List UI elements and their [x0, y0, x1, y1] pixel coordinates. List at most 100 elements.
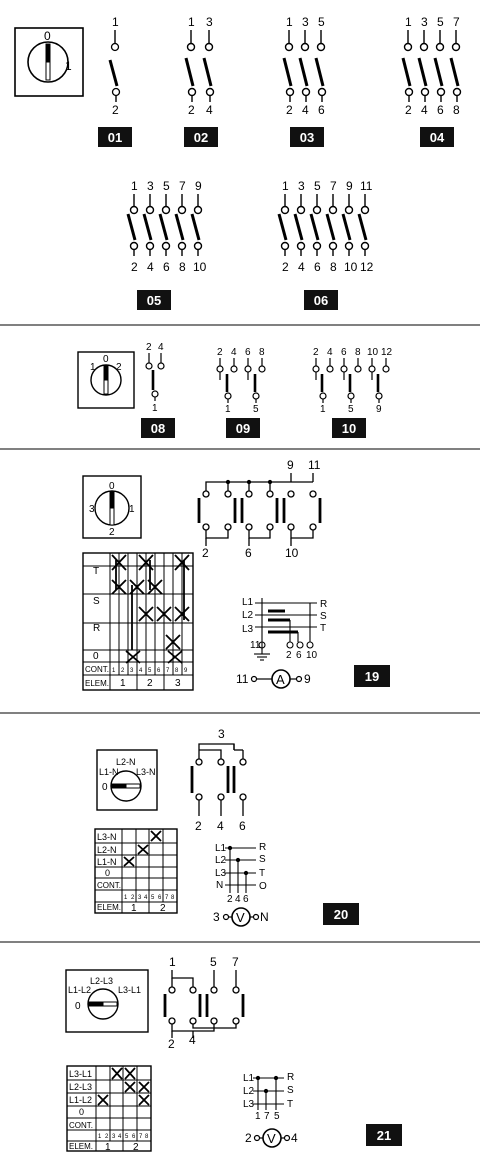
- elem-label: ELEM.: [69, 1142, 93, 1151]
- line-label: S: [320, 611, 327, 622]
- cont-num: 5: [151, 895, 155, 901]
- terminal-label: 2: [217, 347, 223, 358]
- knob-pos-1: 1: [129, 504, 135, 515]
- cont-num: 5: [148, 668, 152, 674]
- knob-pos-0: 0: [102, 782, 108, 793]
- terminal-label: 8: [179, 260, 186, 274]
- knob-pos-0: 0: [103, 354, 109, 365]
- terminal-label: 12: [360, 260, 374, 274]
- line-label: L1: [243, 1073, 255, 1084]
- diagram-03: 1 3 5 2 4 6 03: [282, 15, 327, 147]
- row-label: R: [93, 623, 100, 634]
- knob-pos-0: 0: [109, 481, 115, 492]
- row-label: L1-N: [97, 857, 117, 867]
- terminal-label: 8: [259, 347, 265, 358]
- line-label: R: [287, 1072, 294, 1083]
- terminal-label: 6: [296, 650, 302, 661]
- terminal-label: 2: [227, 894, 233, 905]
- terminal-label: 6: [239, 819, 246, 833]
- line-label: T: [320, 623, 326, 634]
- diagram-label-03: 03: [300, 130, 314, 145]
- terminal-label: 4: [421, 103, 428, 117]
- terminal-label: 2: [168, 1037, 175, 1051]
- cont-num: 7: [166, 668, 170, 674]
- row-label: S: [93, 596, 100, 607]
- terminal-label: 2: [313, 347, 319, 358]
- cont-num: 1: [98, 1134, 102, 1140]
- terminal-label: 6: [245, 347, 251, 358]
- knob-pos-0: 0: [75, 1001, 81, 1012]
- line-label: L3: [242, 624, 254, 635]
- terminal-label: 2: [282, 260, 289, 274]
- cont-num: 2: [121, 668, 125, 674]
- line-label: L3: [215, 868, 227, 879]
- row-label: L1-L2: [69, 1095, 92, 1105]
- selector-knob-0-1-2-3: 0 1 2 3: [82, 475, 142, 539]
- cont-num: 3: [130, 668, 134, 674]
- terminal-label: 10: [285, 546, 299, 560]
- terminal-label: 1: [152, 403, 158, 414]
- terminal-label: 5: [314, 179, 321, 193]
- terminal-label: 2: [112, 103, 119, 117]
- voltmeter-icon: V: [267, 1131, 276, 1146]
- row-label: 0: [105, 868, 110, 878]
- diagram-label-21: 21: [377, 1128, 391, 1143]
- terminal-label: 5: [210, 955, 217, 969]
- cont-label: CONT.: [69, 1121, 93, 1130]
- knob-pos-3: 3: [89, 504, 95, 515]
- line-diagram-19: L1 L2 L3 R S T 11 2 6 10: [242, 597, 327, 661]
- diagram-05: 1 3 5 7 9 2 4 6: [126, 179, 207, 310]
- terminal-label: 7: [264, 1111, 270, 1122]
- voltmeter-20: 3 V N: [213, 907, 269, 927]
- cont-num: 1: [112, 668, 116, 674]
- terminal-label: 2: [131, 260, 138, 274]
- terminal-label: 2: [188, 103, 195, 117]
- line-label: S: [259, 854, 266, 865]
- elem-label: ELEM.: [85, 679, 109, 688]
- row-label: L2-L3: [69, 1082, 92, 1092]
- terminal-label: 1: [131, 179, 138, 193]
- terminal-label: 7: [179, 179, 186, 193]
- diagram-label-06: 06: [314, 293, 328, 308]
- contact-diagram-20: 3 2 4 6: [190, 727, 247, 833]
- cont-num: 3: [138, 895, 142, 901]
- terminal-label: 2: [245, 1131, 252, 1145]
- cont-num: 8: [145, 1134, 149, 1140]
- elem-num: 2: [133, 1142, 139, 1153]
- terminal-label: 5: [253, 404, 259, 415]
- line-label: T: [259, 868, 265, 879]
- row-label: L3-N: [97, 832, 117, 842]
- diagram-label-04: 04: [430, 130, 445, 145]
- line-label: L3: [243, 1099, 255, 1110]
- contact-diagram-19: 9 11 2 6 10: [197, 458, 322, 560]
- terminal-label: 3: [147, 179, 154, 193]
- diagram-label-10: 10: [342, 421, 356, 436]
- terminal-label: 3: [302, 15, 309, 29]
- terminal-label: 10: [344, 260, 358, 274]
- elem-num: 1: [120, 678, 126, 689]
- knob-pos-l2l3: L2-L3: [90, 976, 113, 986]
- row-label: 0: [79, 1107, 84, 1117]
- terminal-label: 12: [381, 347, 393, 358]
- selector-knob-voltmeter-ln: L1-N L2-N L3-N 0: [96, 749, 158, 811]
- terminal-label: 2: [286, 103, 293, 117]
- terminal-label: 4: [302, 103, 309, 117]
- section-19: 0 1 2 3 9 11 2: [82, 458, 390, 691]
- terminal-label: 6: [163, 260, 170, 274]
- elem-num: 1: [105, 1142, 111, 1153]
- terminal-label: 1: [405, 15, 412, 29]
- terminal-label: 4: [231, 347, 237, 358]
- knob-pos-1: 1: [90, 362, 96, 373]
- terminal-label: 4: [291, 1131, 298, 1145]
- cont-num: 6: [158, 895, 162, 901]
- terminal-label: 11: [308, 458, 321, 472]
- terminal-label: 11: [236, 672, 249, 686]
- terminal-label: 4: [158, 342, 164, 353]
- contact-marks: [123, 830, 162, 867]
- terminal-label: 5: [318, 15, 325, 29]
- switching-table-19: T S R 0 CONT. ELEM. 1 2 3 4 5 6 7 8 9 1 …: [82, 552, 194, 691]
- terminal-label: 3: [213, 910, 220, 924]
- line-label: R: [259, 842, 266, 853]
- section-20: L1-N L2-N L3-N 0 3 2 4 6: [94, 727, 359, 927]
- terminal-label: 1: [255, 1111, 261, 1122]
